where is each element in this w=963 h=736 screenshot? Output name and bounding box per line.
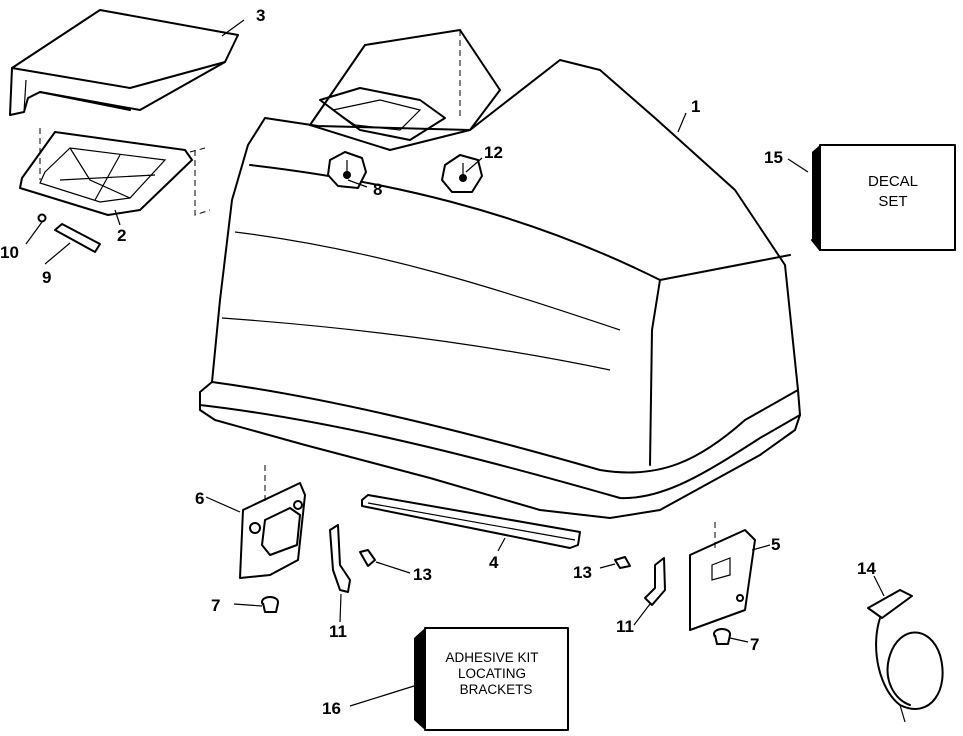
callout-9: 9 (42, 268, 51, 287)
cover-knob-8 (327, 151, 367, 189)
callout-1: 1 (691, 97, 700, 116)
cover-knob-12 (441, 154, 483, 193)
box-labels: DECAL SET ADHESIVE KIT LOCATING BRACKETS (445, 173, 918, 697)
seal-strip (361, 494, 581, 549)
callout-2: 2 (117, 226, 126, 245)
adhesive-line-2: LOCATING (458, 666, 526, 681)
grommet-7a (261, 596, 279, 613)
callout-4: 4 (489, 553, 499, 572)
callout-15: 15 (764, 148, 783, 167)
motor-cover (194, 29, 801, 519)
screw-13a (359, 549, 376, 567)
decal-line-2: SET (878, 193, 907, 210)
latch-bracket-6 (239, 465, 306, 579)
adhesive-line-3: BRACKETS (460, 682, 533, 697)
callout-14: 14 (857, 559, 876, 578)
callout-8: 8 (373, 180, 382, 199)
adhesive-line-1: ADHESIVE KIT (445, 650, 538, 665)
grommet-7b (713, 628, 731, 645)
callout-12: 12 (484, 143, 503, 162)
callout-7b: 7 (750, 635, 759, 654)
screw-10 (37, 213, 47, 223)
locating-bracket-11a (329, 524, 351, 593)
callout-11b: 11 (616, 617, 634, 636)
callout-6: 6 (195, 489, 204, 508)
callout-13b: 13 (573, 563, 592, 582)
cover-trim-strip (54, 223, 101, 253)
grille-plate (19, 128, 206, 216)
decal-set-box (811, 144, 956, 251)
screw-13b (614, 556, 631, 569)
cable-assembly (867, 589, 944, 723)
latch-bracket-5 (689, 522, 756, 631)
callout-16: 16 (322, 699, 341, 718)
callout-3: 3 (256, 6, 265, 25)
top-hood (9, 9, 239, 116)
decal-line-1: DECAL (868, 173, 918, 190)
locating-bracket-11b (644, 557, 666, 606)
callout-5: 5 (771, 535, 780, 554)
callout-11a: 11 (329, 622, 347, 641)
callout-numbers: 1 2 3 4 5 6 7 7 8 9 10 11 11 12 13 13 14… (0, 6, 876, 718)
callout-10: 10 (0, 243, 19, 262)
callout-13a: 13 (413, 565, 432, 584)
leader-lines (25, 19, 885, 707)
callout-7a: 7 (211, 596, 220, 615)
adhesive-kit-box (414, 627, 569, 731)
